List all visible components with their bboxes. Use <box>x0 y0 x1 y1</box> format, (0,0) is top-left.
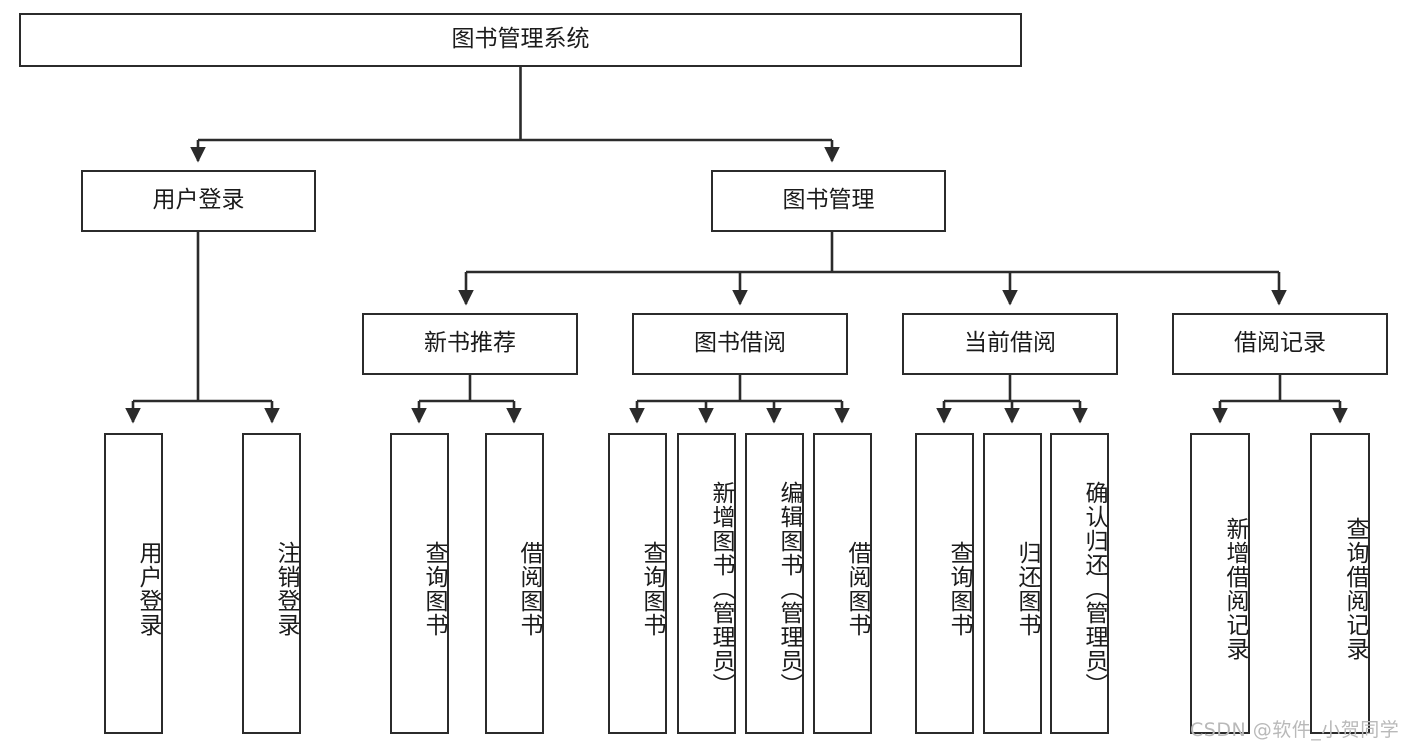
leaf-current-return-book[interactable]: 归还图书 <box>983 433 1042 734</box>
node-label: 新书推荐 <box>424 330 516 357</box>
leaf-record-add-record[interactable]: 新增借阅记录 <box>1190 433 1250 734</box>
leaf-user-login-signin[interactable]: 用户登录 <box>104 433 163 734</box>
node-label: 用户登录 <box>135 540 161 637</box>
node-current-borrow[interactable]: 当前借阅 <box>902 313 1118 375</box>
leaf-recommend-query-book[interactable]: 查询图书 <box>390 433 449 734</box>
node-label: 新增图书（管理员） <box>708 480 734 697</box>
node-label: 新增借阅记录 <box>1222 516 1248 661</box>
leaf-borrow-borrow-book[interactable]: 借阅图书 <box>813 433 872 734</box>
node-label: 确认归还（管理员） <box>1081 480 1107 697</box>
node-label: 图书管理 <box>782 187 875 214</box>
node-label: 借阅图书 <box>516 540 542 637</box>
leaf-borrow-add-book-admin[interactable]: 新增图书（管理员） <box>677 433 736 734</box>
node-label: 借阅图书 <box>844 540 870 637</box>
leaf-recommend-borrow-book[interactable]: 借阅图书 <box>485 433 544 734</box>
node-label: 查询借阅记录 <box>1342 516 1368 661</box>
node-label: 查询图书 <box>639 540 665 637</box>
leaf-current-query-book[interactable]: 查询图书 <box>915 433 974 734</box>
node-root-system[interactable]: 图书管理系统 <box>19 13 1022 67</box>
node-label: 查询图书 <box>946 540 972 637</box>
leaf-borrow-query-book[interactable]: 查询图书 <box>608 433 667 734</box>
node-new-book-recommend[interactable]: 新书推荐 <box>362 313 578 375</box>
node-label: 借阅记录 <box>1234 330 1326 357</box>
node-book-management[interactable]: 图书管理 <box>711 170 946 232</box>
node-label: 图书管理系统 <box>451 26 590 53</box>
node-label: 查询图书 <box>421 540 447 637</box>
leaf-user-login-signout[interactable]: 注销登录 <box>242 433 301 734</box>
node-borrow-record[interactable]: 借阅记录 <box>1172 313 1388 375</box>
node-label: 归还图书 <box>1014 540 1040 637</box>
node-label: 用户登录 <box>152 187 245 214</box>
node-label: 编辑图书（管理员） <box>776 480 802 697</box>
leaf-record-query-record[interactable]: 查询借阅记录 <box>1310 433 1370 734</box>
node-label: 图书借阅 <box>694 330 786 357</box>
node-label: 当前借阅 <box>964 330 1056 357</box>
node-book-borrow[interactable]: 图书借阅 <box>632 313 848 375</box>
leaf-current-confirm-return-admin[interactable]: 确认归还（管理员） <box>1050 433 1109 734</box>
node-label: 注销登录 <box>273 540 299 637</box>
leaf-borrow-edit-book-admin[interactable]: 编辑图书（管理员） <box>745 433 804 734</box>
node-user-login[interactable]: 用户登录 <box>81 170 316 232</box>
